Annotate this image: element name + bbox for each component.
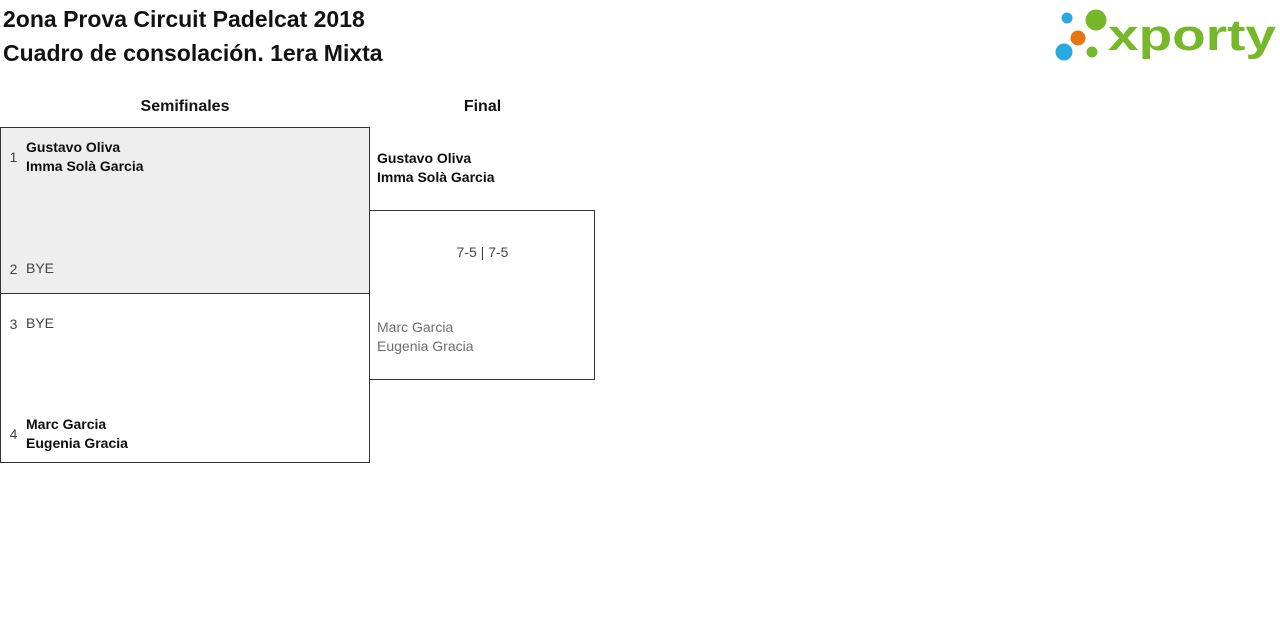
match1-slot-bottom: 2 BYE xyxy=(1,259,54,278)
tournament-title: 2ona Prova Circuit Padelcat 2018 xyxy=(3,6,365,32)
logo-dot-blue-small xyxy=(1061,12,1073,24)
player-name: Imma Solà Garcia xyxy=(26,158,144,174)
seed-number: 1 xyxy=(9,149,18,165)
semifinal-match-2[interactable]: 3 BYE 4 Marc Garcia Eugenia Gracia xyxy=(0,293,370,463)
final-winner-pair: Gustavo Oliva Imma Solà Garcia xyxy=(377,149,495,187)
round-header-semifinals: Semifinales xyxy=(140,98,230,115)
bye-label: BYE xyxy=(26,315,55,331)
final-loser-pair: Marc Garcia Eugenia Gracia xyxy=(377,318,474,356)
match2-slot-bottom: 4 Marc Garcia Eugenia Gracia xyxy=(1,415,128,453)
match2-slot-top: 3 BYE xyxy=(1,314,54,333)
logo-dot-green-large xyxy=(1085,9,1107,31)
semifinal-match-1[interactable]: 1 Gustavo Oliva Imma Solà Garcia 2 BYE xyxy=(0,127,370,294)
entrant-bye: BYE xyxy=(26,259,54,278)
player-name: Eugenia Gracia xyxy=(377,338,474,354)
page-title: 2ona Prova Circuit Padelcat 2018 Cuadro … xyxy=(3,2,383,70)
seed-number: 3 xyxy=(9,315,18,332)
seed-number: 2 xyxy=(9,260,18,277)
xporty-logo-graphic: xporty xyxy=(1055,9,1277,61)
player-name: Marc Garcia xyxy=(26,416,107,432)
bye-label: BYE xyxy=(26,260,55,276)
logo-wordmark: xporty xyxy=(1108,11,1277,60)
entrant-pair: Marc Garcia Eugenia Gracia xyxy=(26,415,128,453)
player-name: Gustavo Oliva xyxy=(26,139,121,155)
logo-dot-green-small xyxy=(1086,46,1098,58)
player-name: Marc Garcia xyxy=(377,319,454,335)
entrant-pair: Gustavo Oliva Imma Solà Garcia xyxy=(26,138,144,176)
bracket-subtitle: Cuadro de consolación. 1era Mixta xyxy=(3,40,383,66)
logo-dot-blue-large xyxy=(1055,43,1073,61)
xporty-logo[interactable]: xporty xyxy=(1050,0,1280,72)
round-header-final: Final xyxy=(463,98,502,115)
player-name: Gustavo Oliva xyxy=(377,150,472,166)
player-name: Imma Solà Garcia xyxy=(377,169,495,185)
final-match[interactable] xyxy=(369,210,595,380)
entrant-bye: BYE xyxy=(26,314,54,333)
player-name: Eugenia Gracia xyxy=(26,435,128,451)
final-score: 7-5 | 7-5 xyxy=(456,244,509,260)
logo-dot-orange xyxy=(1070,30,1086,46)
match1-slot-top: 1 Gustavo Oliva Imma Solà Garcia xyxy=(1,138,144,176)
seed-number: 4 xyxy=(9,426,18,442)
